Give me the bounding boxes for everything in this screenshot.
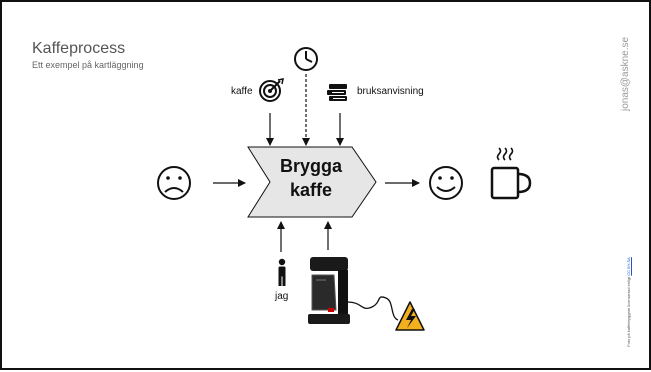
slide-title: Kaffeprocess [32, 40, 126, 57]
clock-icon [294, 47, 318, 71]
process-chevron [247, 146, 377, 218]
book-stack-icon [327, 84, 347, 101]
process-label: Brygga kaffe [252, 154, 370, 202]
input-label-kaffe: kaffe [231, 86, 253, 97]
coffee-cup-icon [490, 147, 532, 200]
warning-electric-icon [395, 301, 425, 331]
process-label-line1: Brygga [279, 156, 342, 176]
slide-subtitle: Ett exempel på kartläggning [32, 60, 144, 70]
sad-face-icon [157, 166, 191, 200]
target-icon [259, 78, 284, 102]
resource-label-jag: jag [275, 291, 289, 302]
process-label-line2: kaffe [289, 180, 333, 200]
person-icon [278, 258, 286, 286]
coffee-maker-icon [308, 257, 399, 324]
input-label-bruksanvisning: bruksanvisning [357, 86, 424, 97]
happy-face-icon [429, 166, 463, 200]
